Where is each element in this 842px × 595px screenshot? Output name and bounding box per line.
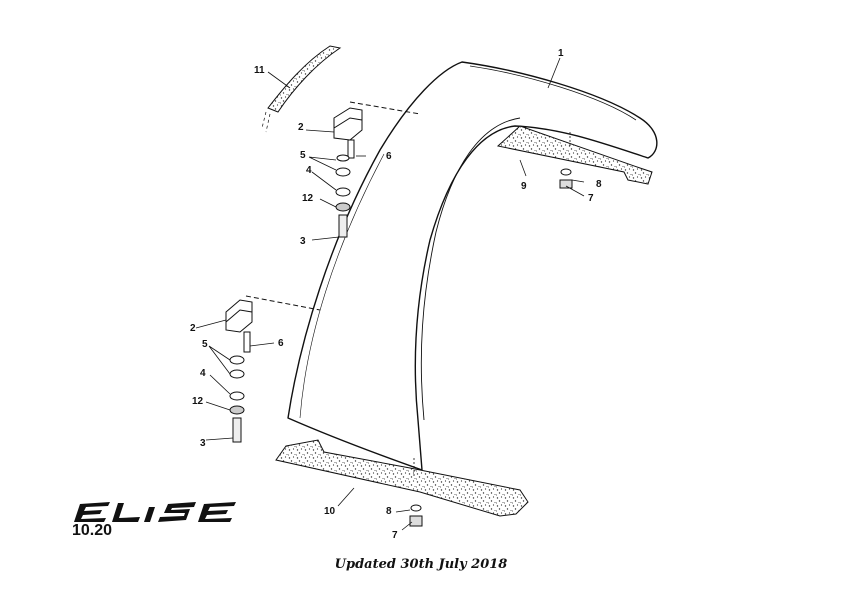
callout-1: 1 (558, 48, 564, 59)
upper-seal-strip (261, 45, 342, 133)
callout-12-upper: 12 (302, 193, 314, 204)
callout-leaders (195, 57, 585, 531)
callout-12-lower: 12 (192, 396, 204, 407)
callout-10: 10 (324, 506, 336, 517)
rear-seal-strip (496, 125, 653, 189)
lower-seal-strip (275, 439, 529, 527)
callout-7-upper: 7 (588, 193, 594, 204)
lower-mounting-hardware (225, 295, 321, 443)
section-number: 10.20 (72, 522, 113, 539)
callout-2-lower: 2 (190, 323, 196, 334)
callout-8-upper: 8 (596, 179, 602, 190)
callout-9: 9 (521, 181, 527, 192)
callout-labels: 1 11 2 5 6 4 12 3 9 8 7 2 5 6 4 12 3 10 … (190, 48, 602, 541)
callout-4-lower: 4 (200, 368, 206, 379)
callout-7-lower: 7 (392, 530, 398, 541)
callout-3-upper: 3 (300, 236, 306, 247)
callout-2-upper: 2 (298, 122, 304, 133)
callout-11: 11 (254, 65, 265, 76)
callout-6-upper: 6 (386, 151, 392, 162)
callout-5-lower: 5 (202, 339, 208, 350)
updated-note: Updated 30th July 2018 (334, 557, 508, 572)
callout-6-lower: 6 (278, 338, 284, 349)
callout-4-upper: 4 (306, 165, 312, 176)
callout-3-lower: 3 (200, 438, 206, 449)
elise-logo-icon (74, 502, 236, 522)
upper-mounting-hardware (333, 101, 421, 238)
callout-8-lower: 8 (386, 506, 392, 517)
callout-5-upper: 5 (300, 150, 306, 161)
